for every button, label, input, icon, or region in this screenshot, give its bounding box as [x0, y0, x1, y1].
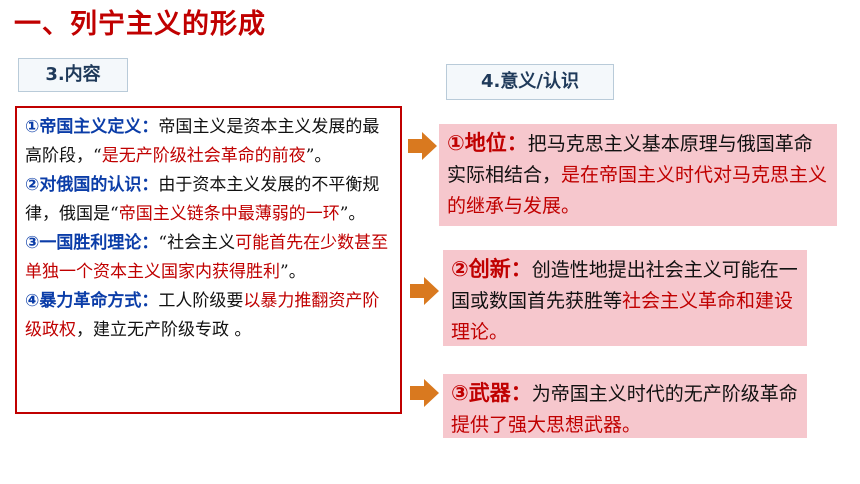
card-weapon: ③武器：为帝国主义时代的无产阶级革命提供了强大思想武器。	[443, 374, 807, 438]
content-highlight: 可能首先在少数甚至单独一个资本主义国家内获得胜利	[25, 233, 389, 282]
content-text: 帝国主义是资本主义发展的最高阶段，“	[25, 117, 380, 166]
content-item-revolution: ④暴力革命方式：工人阶级要以暴力推翻资产阶级政权，建立无产阶级专政 。	[25, 287, 392, 345]
content-item-russia: ②对俄国的认识：由于资本主义发展的不平衡规律，俄国是“帝国主义链条中最薄弱的一环…	[25, 171, 392, 229]
content-panel: ①帝国主义定义：帝国主义是资本主义发展的最高阶段，“是无产阶级社会革命的前夜”。…	[15, 106, 402, 414]
content-text: ”。	[339, 204, 366, 224]
arrow-right-icon	[410, 379, 439, 407]
content-text: ，建立无产阶级专政 。	[76, 320, 252, 340]
card-text: 创造性地提出社会主义可能在一国或数国首先获胜等	[451, 259, 798, 312]
card-heading: ③武器：	[451, 381, 532, 405]
page-title: 一、列宁主义的形成	[14, 9, 266, 40]
content-item-one-country: ③一国胜利理论：“社会主义可能首先在少数甚至单独一个资本主义国家内获得胜利”。	[25, 229, 392, 287]
card-highlight: 提供了强大思想武器。	[451, 414, 642, 436]
content-text: 工人阶级要	[158, 291, 244, 311]
content-text: ”。	[280, 262, 306, 282]
content-key: ④暴力革命方式：	[25, 291, 159, 311]
content-highlight: 帝国主义链条中最薄弱的一环	[118, 204, 340, 224]
content-item-imperialism: ①帝国主义定义：帝国主义是资本主义发展的最高阶段，“是无产阶级社会革命的前夜”。	[25, 113, 392, 171]
content-text: “社会主义	[158, 233, 236, 253]
content-key: ③一国胜利理论：	[25, 233, 159, 253]
card-status: ①地位：把马克思主义基本原理与俄国革命实际相结合，是在帝国主义时代对马克思主义的…	[439, 124, 837, 226]
arrow-right-icon	[408, 132, 437, 160]
card-heading: ②创新：	[451, 257, 532, 281]
card-innovation: ②创新：创造性地提出社会主义可能在一国或数国首先获胜等社会主义革命和建设理论。	[443, 250, 807, 346]
arrow-right-icon	[410, 277, 439, 305]
content-key: ②对俄国的认识：	[25, 175, 159, 195]
card-highlight: 社会主义革命和建设理论。	[451, 290, 794, 343]
label-content: 3.内容	[18, 58, 128, 92]
card-text: 为帝国主义时代的无产阶级革命	[531, 383, 798, 405]
card-heading: ①地位：	[447, 131, 528, 155]
content-highlight: 是无产阶级社会革命的前夜	[101, 146, 306, 166]
label-significance: 4.意义/认识	[446, 64, 614, 100]
content-highlight: 以暴力推翻资产阶级政权	[25, 291, 380, 340]
content-text: 由于资本主义发展的不平衡规律，俄国是“	[25, 175, 380, 224]
card-highlight: 是在帝国主义时代对马克思主义的继承与发展。	[447, 164, 828, 217]
card-text: 把马克思主义基本原理与俄国革命实际相结合，	[447, 133, 813, 186]
content-key: ①帝国主义定义：	[25, 117, 159, 137]
content-text: ”。	[305, 146, 332, 166]
